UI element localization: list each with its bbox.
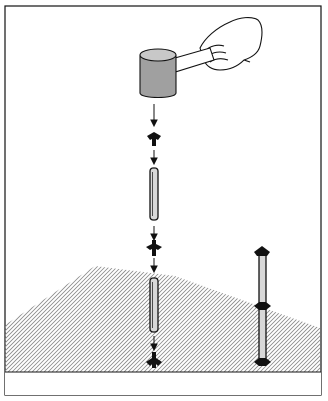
arrow-down-icon: [150, 104, 158, 128]
hatch-line: [63, 266, 185, 372]
hatch-line: [219, 266, 320, 372]
hatch-line: [11, 266, 133, 372]
hatch-line: [79, 266, 201, 372]
cap-connector-icon: [147, 132, 161, 146]
hatch-line: [295, 266, 320, 372]
ground-hatch: [0, 260, 328, 380]
hatch-line: [5, 266, 113, 372]
mallet-icon: [139, 48, 177, 99]
hatch-line: [279, 266, 320, 372]
hatch-line: [59, 266, 181, 372]
hatch-line: [5, 266, 109, 372]
hatch-line: [0, 260, 4, 380]
hatch-line: [5, 266, 121, 372]
hatch-line: [287, 266, 320, 372]
hatch-line: [271, 266, 320, 372]
hatch-line: [5, 266, 105, 372]
hatch-line: [223, 266, 320, 372]
hatch-line: [231, 266, 320, 372]
hatch-line: [303, 266, 320, 372]
arrow-down-icon: [150, 226, 158, 242]
hatch-line: [15, 266, 137, 372]
hatch-line: [35, 266, 157, 372]
hatch-line: [5, 266, 125, 372]
rod-segment-icon: [149, 167, 159, 221]
rod-segment-icon: [149, 277, 159, 333]
arrow-down-icon: [150, 150, 158, 166]
hatch-line: [263, 266, 320, 372]
hatch-line: [5, 266, 97, 372]
hatch-line: [83, 266, 205, 372]
coupler-connector-icon: [146, 240, 162, 256]
hatch-line: [7, 266, 129, 372]
hatch-line: [5, 266, 117, 372]
hatch-line: [291, 266, 320, 372]
spike-tip-icon: [146, 352, 162, 368]
hatch-line: [283, 266, 320, 372]
hatch-line: [259, 266, 320, 372]
hatch-line: [19, 266, 141, 372]
hatch-line: [235, 266, 320, 372]
hatch-line: [27, 266, 149, 372]
hatch-line: [5, 266, 101, 372]
hatch-line: [275, 266, 320, 372]
arrow-down-icon: [150, 258, 158, 274]
hatch-line: [5, 266, 9, 372]
hatch-line: [67, 266, 189, 372]
hatch-line: [71, 266, 193, 372]
hatch-line: [75, 266, 197, 372]
hatch-line: [47, 266, 169, 372]
hatch-line: [227, 266, 320, 372]
hatch-line: [31, 266, 153, 372]
hatch-line: [267, 266, 320, 372]
hatch-line: [23, 266, 145, 372]
assembled-stake-icon: [254, 246, 271, 366]
hatch-line: [39, 266, 161, 372]
hatch-line: [43, 266, 165, 372]
arrow-down-icon: [150, 336, 158, 352]
hatch-line: [324, 260, 328, 380]
base-strip: [5, 372, 321, 395]
hand-icon: [199, 17, 263, 71]
